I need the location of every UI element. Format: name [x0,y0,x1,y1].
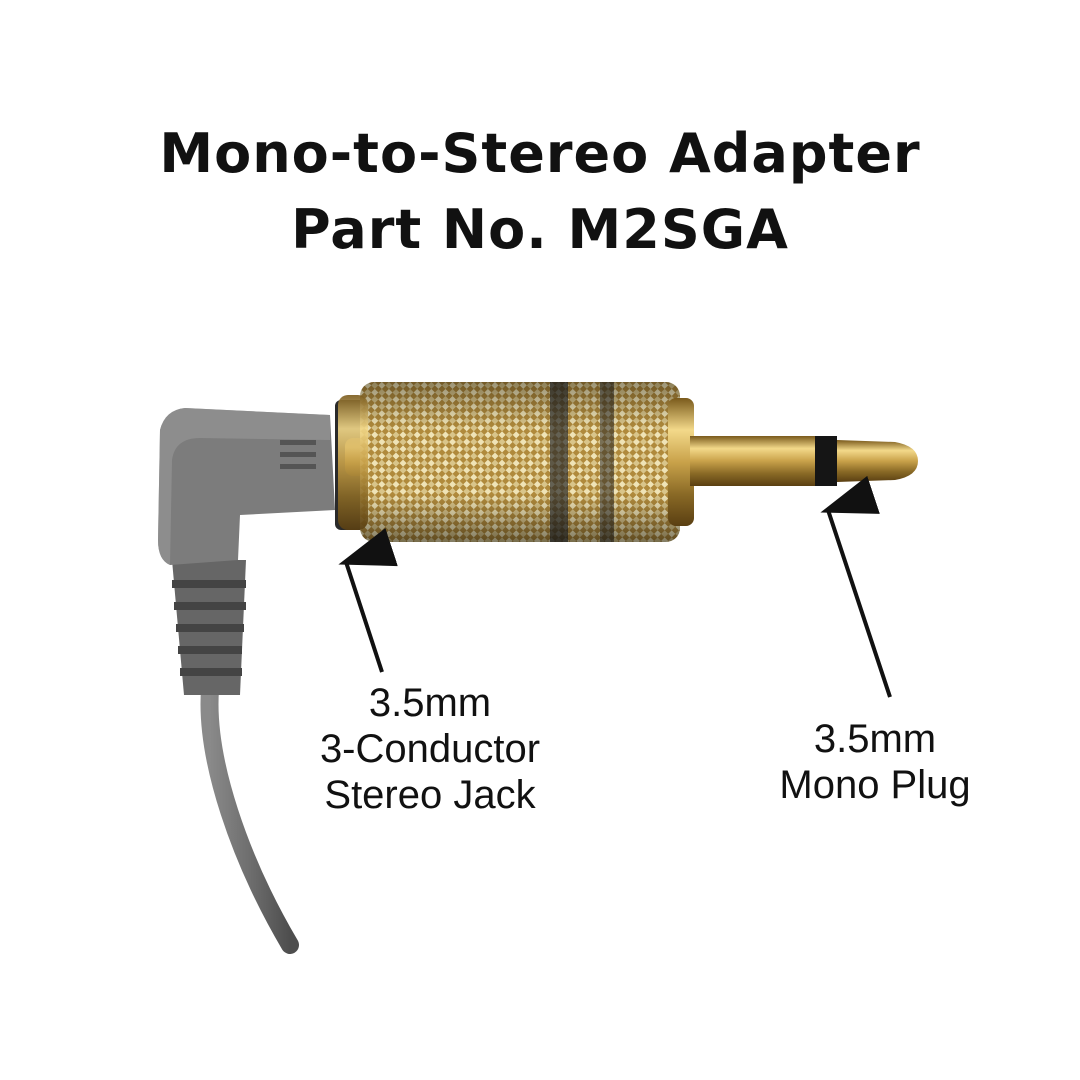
plug-arrow [820,475,892,698]
jack-label-size: 3.5mm [368,681,492,725]
jack-label-conductor: 3-Conductor [319,727,541,771]
jack-label: 3.5mm 3-Conductor Stereo Jack [270,680,590,818]
plug-label: 3.5mm Mono Plug [735,716,1015,808]
plug-label-size: 3.5mm [813,717,937,761]
plug-label-type: Mono Plug [779,763,971,807]
jack-label-type: Stereo Jack [324,773,536,817]
mono-plug [690,436,918,486]
adapter-barrel [338,382,694,542]
right-angle-plug-housing [158,408,335,565]
cable [200,681,299,954]
product-title: Mono-to-Stereo Adapter [159,122,921,185]
strain-relief [172,560,246,695]
part-number: Part No. M2SGA [291,198,789,261]
jack-arrow [338,528,398,673]
